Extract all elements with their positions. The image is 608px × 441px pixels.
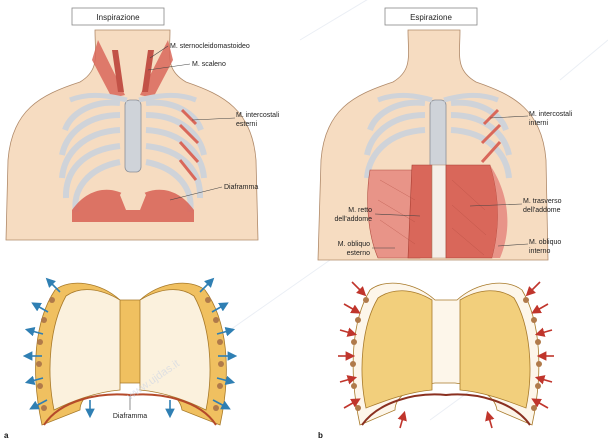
label-intercostali-esterni-2: esterni [236, 121, 257, 128]
label-diaframma-bottom: Diaframma [113, 413, 147, 420]
label-trasverso-1: M. trasverso [523, 198, 562, 205]
panel-b: Espirazione [318, 8, 573, 440]
panel-b-title: Espirazione [410, 13, 452, 22]
transversus-b [446, 165, 498, 258]
label-intercostali-interni-1: M. intercostali [529, 111, 573, 118]
right-lung-a [140, 290, 210, 410]
panel-b-letter: b [318, 431, 323, 440]
lungs-diagram-a: Diaframma [26, 280, 234, 425]
label-retto-1: M. retto [348, 207, 372, 214]
label-scm: M. sternocleidomastoideo [170, 43, 250, 50]
label-scaleno: M. scaleno [192, 61, 226, 68]
left-lung-a [50, 290, 120, 410]
sternum-a [125, 100, 141, 172]
left-lung-b [362, 291, 432, 408]
label-obl-int-2: interno [529, 248, 551, 255]
right-lung-b [460, 291, 530, 408]
label-diaframma: Diaframma [224, 184, 258, 191]
linea-alba-b [432, 165, 446, 258]
sternum-b [430, 100, 446, 172]
panel-a: Inspirazione [4, 8, 280, 440]
label-trasverso-2: dell'addome [523, 207, 561, 214]
rectus-abdominis-b [408, 165, 432, 258]
label-obl-int-1: M. obliquo [529, 239, 561, 246]
lungs-diagram-b [338, 282, 554, 428]
panel-a-title: Inspirazione [96, 13, 140, 22]
label-retto-2: dell'addome [334, 216, 372, 223]
panel-a-letter: a [4, 431, 9, 440]
label-obl-est-2: esterno [347, 250, 370, 257]
label-obl-est-1: M. obliquo [338, 241, 370, 248]
label-intercostali-interni-2: interni [529, 120, 549, 127]
label-intercostali-esterni-1: M. intercostali [236, 112, 280, 119]
